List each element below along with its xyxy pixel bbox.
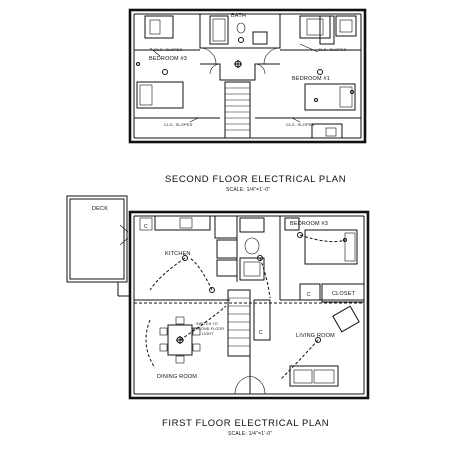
second-floor-title: SECOND FLOOR ELECTRICAL PLAN (165, 174, 346, 185)
second-bedroom1-label: BEDROOM #1 (292, 76, 330, 82)
dining-room-label: DINING ROOM (157, 374, 197, 380)
switch-note-line2: SECOND FLOOR (193, 327, 224, 331)
ceiling-light-icon (234, 60, 242, 68)
kitchen-c-mark: C (144, 224, 148, 230)
closet-c-mark: C (307, 292, 311, 298)
first-bedroom3-label: BEDROOM #3 (290, 221, 328, 227)
deck-label: DECK (92, 206, 108, 212)
closet-label: CLOSET (332, 291, 356, 297)
second-bath-label: BATH (231, 13, 246, 19)
clg-slopes-note: CLG. SLOPES (164, 122, 193, 127)
first-floor-plan: DECK C BEDROOM #3 CLOSET C (66, 195, 370, 437)
switch-note-line1: SWITCH TO (196, 322, 218, 326)
closet-outline (321, 283, 365, 303)
living-room-label: LIVING ROOM (296, 333, 335, 339)
second-floor-outer-wall (128, 8, 367, 144)
stair-c-mark: C (259, 330, 263, 336)
clg-slopes-note: CLG. SLOPES (318, 47, 347, 52)
switch-note-line3: LIGHT (202, 332, 214, 336)
second-floor-scale: SCALE: 1/4"=1'-0" (226, 187, 270, 193)
clg-slopes-note: CLG. SLOPES (286, 122, 315, 127)
kitchen-label: KITCHEN (165, 251, 191, 257)
first-floor-title: FIRST FLOOR ELECTRICAL PLAN (162, 418, 329, 429)
clg-slopes-note: CLG. SLOPES (154, 47, 183, 52)
living-room-sofa (289, 365, 339, 387)
first-floor-outer-wall (128, 210, 370, 400)
second-bedroom3-label: BEDROOM #3 (149, 56, 187, 62)
living-room-chair (332, 305, 360, 333)
dining-table (159, 316, 201, 364)
first-floor-scale: SCALE: 1/4"=1'-0" (228, 431, 272, 437)
second-floor-plan: BATH BEDROOM #3 BEDROOM #1 CLG. SLOPES C… (128, 8, 367, 193)
